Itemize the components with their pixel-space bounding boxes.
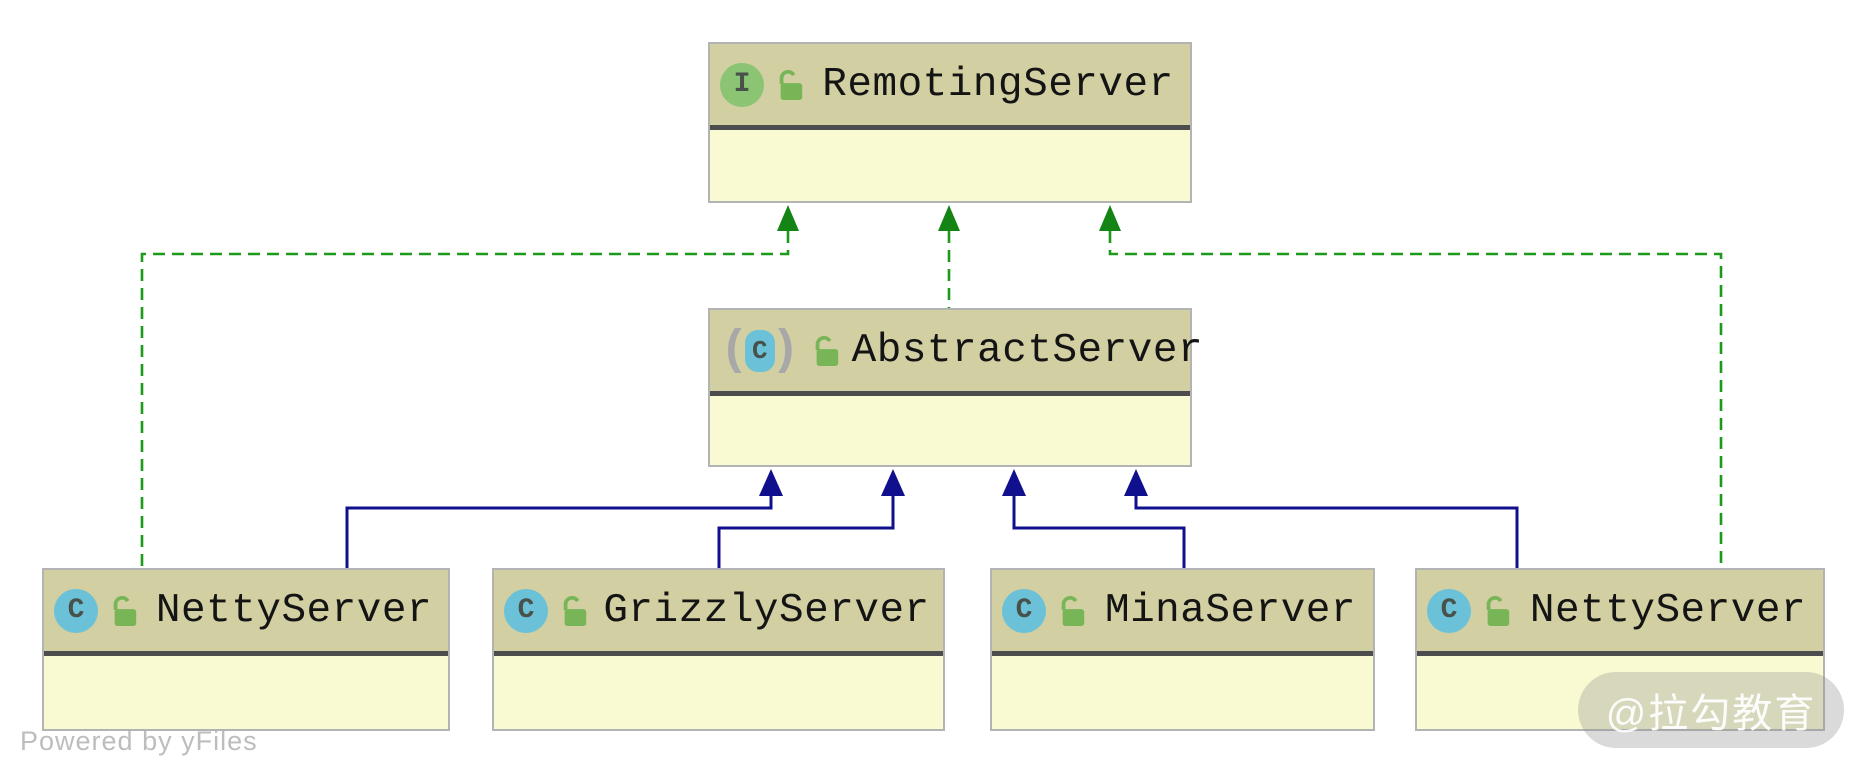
abstract-paren-open: ( [720, 323, 749, 378]
node-title: MinaServer [1104, 587, 1357, 634]
unlocked-padlock-icon [559, 594, 589, 628]
abstract-paren-close: ) [770, 323, 800, 378]
extends-arrowhead [881, 469, 905, 496]
unlocked-padlock-icon [1482, 594, 1512, 628]
class-icon: C [744, 329, 775, 372]
node-header: C MinaServer [992, 570, 1373, 656]
extends-arrowhead [1124, 469, 1148, 496]
implements-edge-netty2-to-remoting [1108, 231, 1723, 568]
extends-edge-netty2-to-abstract [1134, 496, 1519, 568]
node-minaserver[interactable]: C MinaServer [990, 568, 1375, 731]
extends-arrowhead [759, 469, 783, 496]
unlocked-padlock-icon [1057, 594, 1087, 628]
unlocked-padlock-icon [811, 334, 841, 368]
powered-by-yfiles-label: Powered by yFiles [20, 726, 258, 756]
node-header: C NettyServer [44, 570, 448, 656]
node-remotingserver[interactable]: I RemotingServer [708, 42, 1192, 203]
node-body [992, 656, 1373, 729]
node-nettyserver-right[interactable]: C NettyServer [1415, 568, 1825, 731]
implements-arrowhead [777, 205, 799, 231]
node-body [44, 656, 448, 729]
extends-edge-grizzly-to-abstract [717, 496, 895, 568]
node-title: NettyServer [1529, 587, 1807, 634]
node-title: NettyServer [155, 587, 433, 634]
node-header: C GrizzlyServer [494, 570, 943, 656]
node-header: I RemotingServer [710, 44, 1190, 130]
node-grizzlyserver[interactable]: C GrizzlyServer [492, 568, 945, 731]
node-body [710, 396, 1190, 465]
implements-edge-netty1-to-remoting [140, 231, 790, 568]
node-body [494, 656, 943, 729]
unlocked-padlock-icon [775, 68, 805, 102]
class-icon: C [504, 588, 548, 633]
extends-edge-mina-to-abstract [1012, 496, 1186, 568]
node-body [1417, 656, 1823, 729]
node-header: C NettyServer [1417, 570, 1823, 656]
node-title: AbstractServer [851, 327, 1204, 374]
extends-arrowhead [1002, 469, 1026, 496]
unlocked-padlock-icon [109, 594, 139, 628]
class-icon: C [54, 588, 98, 633]
extends-edge-netty1-to-abstract [345, 496, 773, 568]
class-icon: C [1427, 588, 1471, 633]
node-header: ( C ) AbstractServer [710, 310, 1203, 396]
lagou-education-watermark: @拉勾教育 [1578, 672, 1844, 748]
node-abstractserver[interactable]: ( C ) AbstractServer [708, 308, 1203, 467]
node-title: GrizzlyServer [603, 587, 930, 634]
implements-arrowhead [938, 205, 960, 231]
node-body [710, 130, 1190, 201]
class-icon: C [1002, 588, 1046, 633]
node-title: RemotingServer [822, 61, 1174, 108]
node-nettyserver-left[interactable]: C NettyServer [42, 568, 450, 731]
interface-icon: I [720, 62, 764, 107]
abstract-class-icon: ( C ) [720, 323, 800, 378]
implements-arrowhead [1099, 205, 1121, 231]
